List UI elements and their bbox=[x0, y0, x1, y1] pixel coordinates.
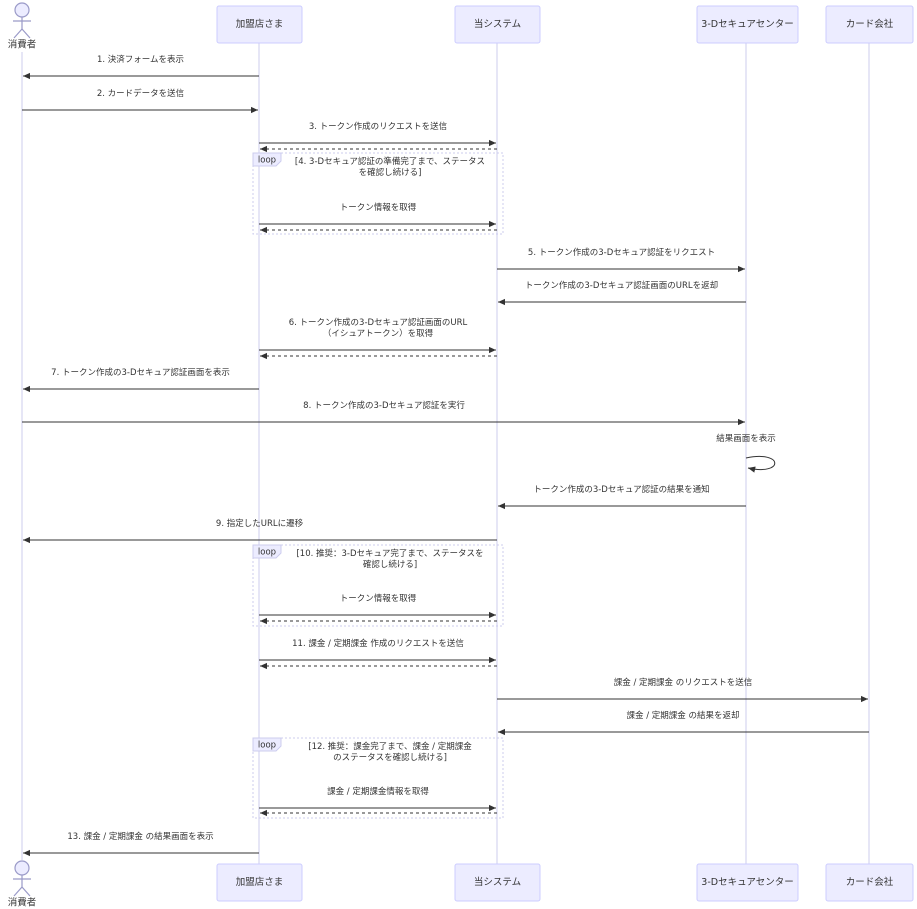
message-label: 5. トークン作成の3-Dセキュア認証をリクエスト bbox=[528, 247, 715, 258]
message-label: トークン情報を取得 bbox=[340, 593, 417, 604]
message: 1. 決済フォームを表示 bbox=[23, 54, 259, 80]
participant-label: 加盟店さま bbox=[236, 876, 284, 888]
message: 課金 / 定期課金 の結果を返却 bbox=[498, 710, 869, 736]
message-label: トークン作成の3-Dセキュア認証画面のURLを返却 bbox=[525, 280, 718, 291]
loop-condition: [4. 3-Dセキュア認証の準備完了まで、ステータス bbox=[295, 156, 485, 167]
message-label: 課金 / 定期課金情報を取得 bbox=[327, 786, 429, 797]
message: 2. カードデータを送信 bbox=[22, 88, 258, 114]
loop-tag: loop bbox=[258, 156, 276, 166]
message-label: 7. トークン作成の3-Dセキュア認証画面を表示 bbox=[51, 367, 230, 378]
participant-label: 加盟店さま bbox=[236, 18, 284, 30]
person-icon bbox=[13, 2, 31, 39]
participant-shop-bottom: 加盟店さま bbox=[216, 863, 303, 902]
participant-sys-bottom: 当システム bbox=[454, 863, 541, 902]
participant-user-bottom: 消費者 bbox=[8, 860, 37, 909]
participant-label: カード会社 bbox=[846, 876, 894, 888]
participant-user-top: 消費者 bbox=[8, 2, 37, 51]
loop-block: loop [4. 3-Dセキュア認証の準備完了まで、ステータスを確認し続ける] bbox=[252, 152, 504, 235]
message: 9. 指定したURLに遷移 bbox=[23, 518, 497, 544]
message-label: トークン作成の3-Dセキュア認証の結果を通知 bbox=[533, 484, 709, 495]
message: 7. トークン作成の3-Dセキュア認証画面を表示 bbox=[23, 367, 259, 393]
message-label: 2. カードデータを送信 bbox=[97, 88, 185, 99]
message: トークン情報を取得 bbox=[259, 202, 496, 228]
message: トークン情報を取得 bbox=[259, 593, 496, 619]
message-label: トークン情報を取得 bbox=[340, 202, 417, 213]
loop-tag: loop bbox=[258, 741, 276, 751]
participant-card-bottom: カード会社 bbox=[825, 863, 914, 902]
participant-label: 3-Dセキュアセンター bbox=[701, 877, 793, 888]
participant-sys-top: 当システム bbox=[454, 5, 541, 44]
message: 3. トークン作成のリクエストを送信 bbox=[259, 121, 496, 147]
message: 課金 / 定期課金情報を取得 bbox=[259, 786, 496, 812]
participant-label: 消費者 bbox=[8, 897, 37, 909]
message-label: （イシュアトークン）を取得 bbox=[323, 328, 434, 339]
participant-label: 当システム bbox=[474, 876, 521, 888]
loop-condition: [10. 推奨：3-Dセキュア完了まで、ステータスを bbox=[296, 548, 483, 559]
message: 6. トークン作成の3-Dセキュア認証画面のURL（イシュアトークン）を取得 bbox=[259, 317, 496, 354]
message: 課金 / 定期課金 のリクエストを送信 bbox=[497, 677, 868, 703]
loop-condition: のステータスを確認し続ける] bbox=[333, 752, 447, 763]
participant-tds-top: 3-Dセキュアセンター bbox=[696, 5, 799, 44]
loop-condition: [12. 推奨：課金完了まで、課金 / 定期課金 bbox=[308, 741, 472, 752]
message: トークン作成の3-Dセキュア認証画面のURLを返却 bbox=[498, 280, 746, 306]
message: 8. トークン作成の3-Dセキュア認証を実行 bbox=[22, 400, 745, 426]
loop-tag: loop bbox=[258, 548, 276, 558]
loop-block: loop [12. 推奨：課金完了まで、課金 / 定期課金のステータスを確認し続け… bbox=[252, 737, 504, 819]
message-label: 課金 / 定期課金 の結果を返却 bbox=[627, 710, 740, 721]
message-label: 9. 指定したURLに遷移 bbox=[216, 518, 304, 529]
message: 13. 課金 / 定期課金 の結果画面を表示 bbox=[23, 831, 259, 857]
person-icon bbox=[13, 860, 31, 897]
message-label: 13. 課金 / 定期課金 の結果画面を表示 bbox=[67, 831, 213, 842]
participant-card-top: カード会社 bbox=[825, 5, 914, 44]
message: 5. トークン作成の3-Dセキュア認証をリクエスト bbox=[497, 247, 745, 273]
message-label: 3. トークン作成のリクエストを送信 bbox=[309, 121, 448, 132]
participant-tds-bottom: 3-Dセキュアセンター bbox=[696, 863, 799, 902]
message: 11. 課金 / 定期課金 作成のリクエストを送信 bbox=[259, 638, 496, 664]
message-label: 8. トークン作成の3-Dセキュア認証を実行 bbox=[303, 400, 465, 411]
participant-label: 消費者 bbox=[8, 39, 37, 51]
loop-condition: 確認し続ける] bbox=[363, 559, 417, 570]
participant-label: カード会社 bbox=[846, 18, 894, 30]
loop-condition: を確認し続ける] bbox=[359, 167, 422, 178]
participant-label: 当システム bbox=[474, 18, 521, 30]
participant-shop-top: 加盟店さま bbox=[216, 5, 303, 44]
message-label: 6. トークン作成の3-Dセキュア認証画面のURL bbox=[289, 317, 468, 328]
message-label: 課金 / 定期課金 のリクエストを送信 bbox=[614, 677, 753, 688]
participant-label: 3-Dセキュアセンター bbox=[701, 19, 793, 30]
message: トークン作成の3-Dセキュア認証の結果を通知 bbox=[498, 484, 746, 510]
message-label: 11. 課金 / 定期課金 作成のリクエストを送信 bbox=[292, 638, 464, 649]
message: 結果画面を表示 bbox=[716, 433, 776, 473]
message-label: 1. 決済フォームを表示 bbox=[97, 54, 184, 65]
loop-block: loop [10. 推奨：3-Dセキュア完了まで、ステータスを確認し続ける] bbox=[252, 544, 504, 627]
message-label: 結果画面を表示 bbox=[716, 433, 776, 444]
